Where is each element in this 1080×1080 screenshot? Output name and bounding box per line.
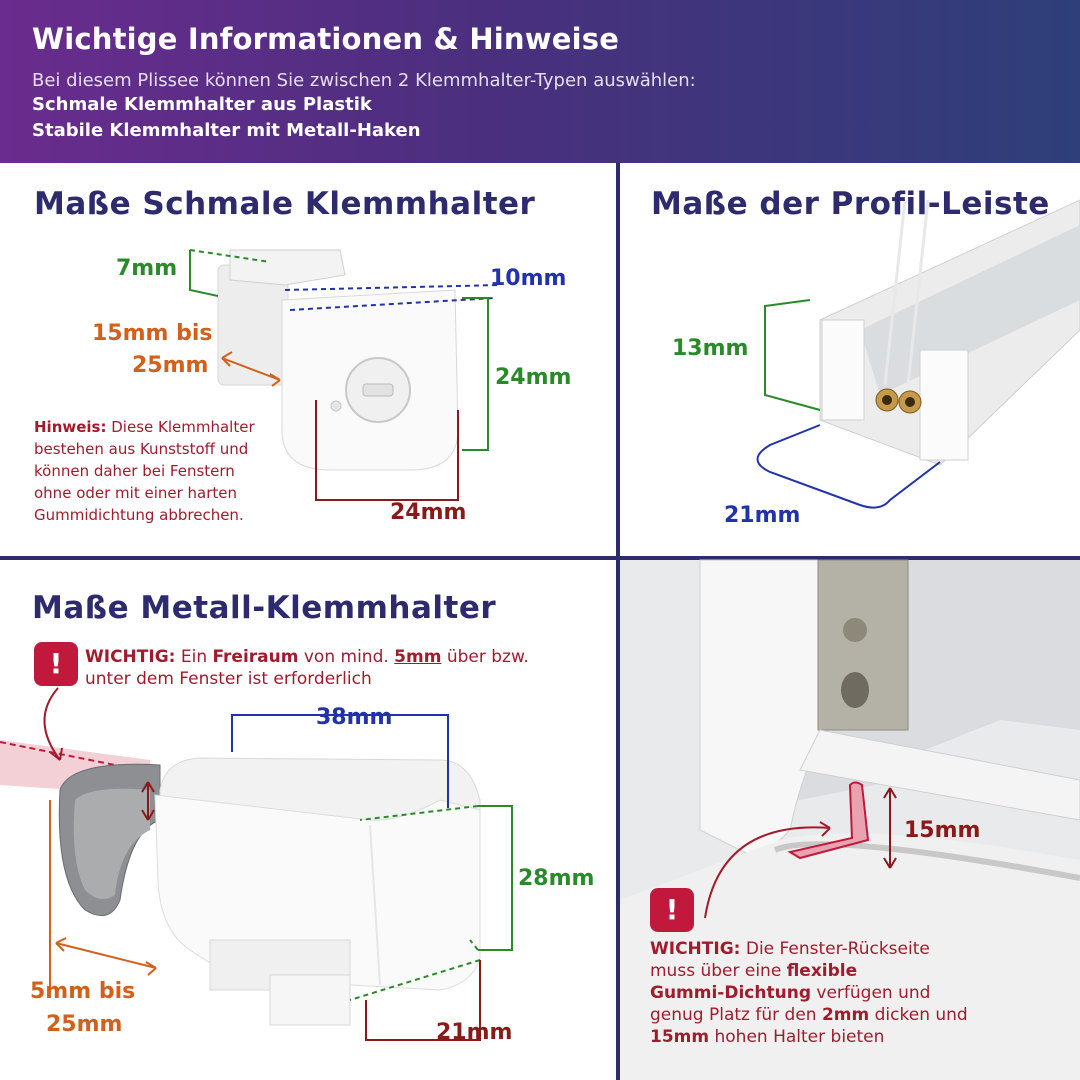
window-warning: WICHTIG: Die Fenster-Rückseite muss über…	[650, 938, 968, 1048]
plastic-hint: Hinweis: Diese Klemmhalter bestehen aus …	[34, 416, 255, 526]
header-title: Wichtige Informationen & Hinweise	[32, 22, 620, 56]
dim-15mm-bis: 15mm bis	[92, 321, 213, 346]
window-warning-1: Die Fenster-Rückseite	[740, 939, 930, 959]
hint-line-5: Gummidichtung abbrechen.	[34, 506, 244, 524]
title-metall-klemmhalter: Maße Metall-Klemmhalter	[32, 590, 497, 626]
warning-text-2: von mind.	[298, 647, 395, 667]
header-banner: Wichtige Informationen & Hinweise Bei di…	[0, 0, 1080, 163]
dim-15mm-seal: 15mm	[904, 818, 981, 843]
warning-freiraum: Freiraum	[212, 647, 299, 667]
hint-line-1: Diese Klemmhalter	[106, 418, 255, 436]
window-warning-15mm: 15mm	[650, 1027, 710, 1047]
window-warning-4b: dicken und	[869, 1005, 968, 1025]
header-subtitle: Bei diesem Plissee können Sie zwischen 2…	[32, 70, 696, 91]
header-option-metal: Stabile Klemmhalter mit Metall-Haken	[32, 120, 421, 141]
window-warning-5b: hohen Halter bieten	[709, 1027, 885, 1047]
profile-rail-image	[819, 199, 1080, 466]
window-warning-4a: genug Platz für den	[650, 1005, 822, 1025]
dim-21mm-metal: 21mm	[436, 1020, 513, 1045]
exclamation-icon: !	[650, 888, 694, 932]
dim-38mm: 38mm	[316, 705, 393, 730]
warning-line-2: unter dem Fenster ist erforderlich	[85, 669, 372, 689]
window-warning-gummi: Gummi-Dichtung	[650, 983, 811, 1003]
plastic-clip-image	[217, 249, 459, 471]
vertical-divider	[616, 163, 620, 1080]
dim-25mm: 25mm	[132, 353, 209, 378]
title-profil-leiste: Maße der Profil-Leiste	[651, 186, 1050, 222]
metal-clip-image	[0, 740, 481, 1026]
dim-5mm-bis: 5mm bis	[30, 979, 136, 1004]
dim-24mm-width: 24mm	[390, 500, 467, 525]
dim-21mm-profile: 21mm	[724, 503, 801, 528]
dim-28mm: 28mm	[518, 866, 595, 891]
window-photo	[620, 559, 1080, 1080]
metal-warning: WICHTIG: Ein Freiraum von mind. 5mm über…	[85, 646, 529, 690]
title-schmale-klemmhalter: Maße Schmale Klemmhalter	[34, 186, 536, 222]
window-warning-flexible: flexible	[786, 961, 858, 981]
window-warning-2mm: 2mm	[821, 1005, 870, 1025]
dim-10mm: 10mm	[490, 266, 567, 291]
warning-text-3: über bzw.	[441, 647, 529, 667]
hint-line-3: können daher bei Fenstern	[34, 462, 235, 480]
warning-text-1: Ein	[175, 647, 213, 667]
warning-5mm: 5mm	[394, 647, 442, 667]
window-warning-3b: verfügen und	[811, 983, 931, 1003]
horizontal-divider	[0, 556, 1080, 560]
dim-24mm-height: 24mm	[495, 365, 572, 390]
header-option-plastic: Schmale Klemmhalter aus Plastik	[32, 94, 372, 115]
window-warning-2a: muss über eine	[650, 961, 787, 981]
window-warning-label: WICHTIG:	[650, 939, 741, 959]
hint-label: Hinweis:	[34, 418, 107, 436]
hint-line-2: bestehen aus Kunststoff und	[34, 440, 249, 458]
exclamation-icon: !	[34, 642, 78, 686]
dim-25mm-metal: 25mm	[46, 1012, 123, 1037]
hint-line-4: ohne oder mit einer harten	[34, 484, 238, 502]
warning-label: WICHTIG:	[85, 647, 176, 667]
dim-13mm: 13mm	[672, 336, 749, 361]
dim-7mm: 7mm	[116, 256, 178, 281]
